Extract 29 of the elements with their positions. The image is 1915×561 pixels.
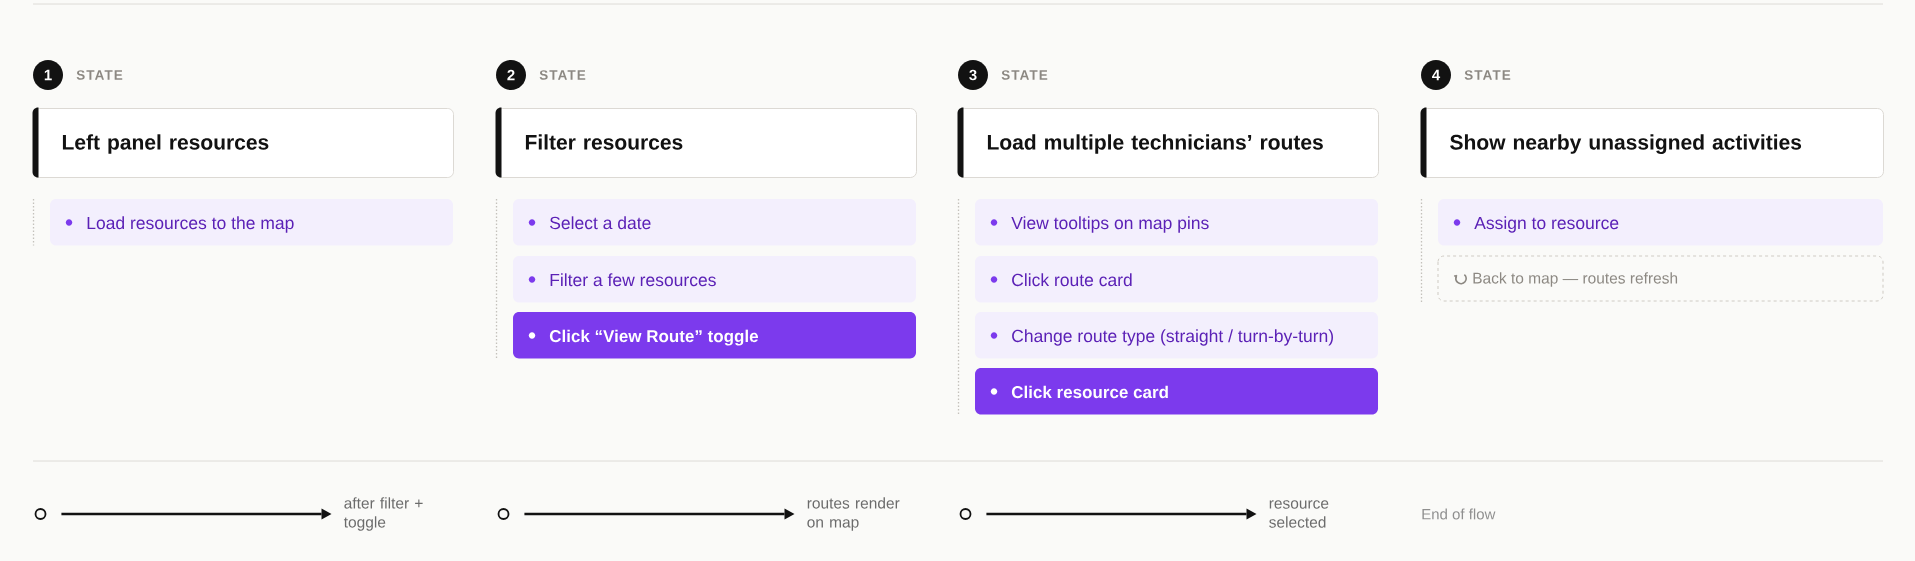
- highlighted-item: Click “View Route” toggle: [513, 312, 916, 359]
- number-badge: 2: [496, 60, 526, 90]
- state-label: STATE: [1464, 70, 1511, 80]
- arrow: [61, 508, 332, 520]
- state-label: STATE: [539, 70, 586, 80]
- number-badge: 1: [33, 60, 63, 90]
- transition-label: resource selected: [1269, 500, 1329, 528]
- step-item: Filter a few resources: [513, 256, 916, 303]
- step-item: Click route card: [975, 256, 1378, 303]
- heading-card: Show nearby unassigned activities: [1420, 107, 1884, 178]
- heading-card: Filter resources: [495, 107, 917, 178]
- step-item: View tooltips on map pins: [975, 199, 1378, 246]
- number-badge: 4: [1421, 60, 1451, 90]
- step-item: Change route type (straight / turn-by-turn): [975, 312, 1378, 359]
- step-item: Assign to resource: [1438, 199, 1883, 246]
- note-box: Back to map — routes refresh: [1437, 255, 1884, 302]
- heading-card: Load multiple technicians’ routes: [957, 107, 1379, 178]
- arrow: [524, 508, 795, 520]
- number-badge: 3: [958, 60, 988, 90]
- state-label: STATE: [76, 70, 123, 80]
- highlighted-item: Click resource card: [975, 368, 1378, 415]
- transition-label: routes render on map: [807, 497, 900, 531]
- state-label: STATE: [1001, 70, 1048, 80]
- step-item: Select a date: [513, 199, 916, 246]
- heading-card: Left panel resources: [32, 107, 454, 178]
- arrow: [986, 508, 1257, 520]
- end-label: End of flow: [1422, 508, 1496, 520]
- step-item: Load resources to the map: [50, 199, 453, 246]
- transition-label: after filter + toggle: [343, 497, 423, 531]
